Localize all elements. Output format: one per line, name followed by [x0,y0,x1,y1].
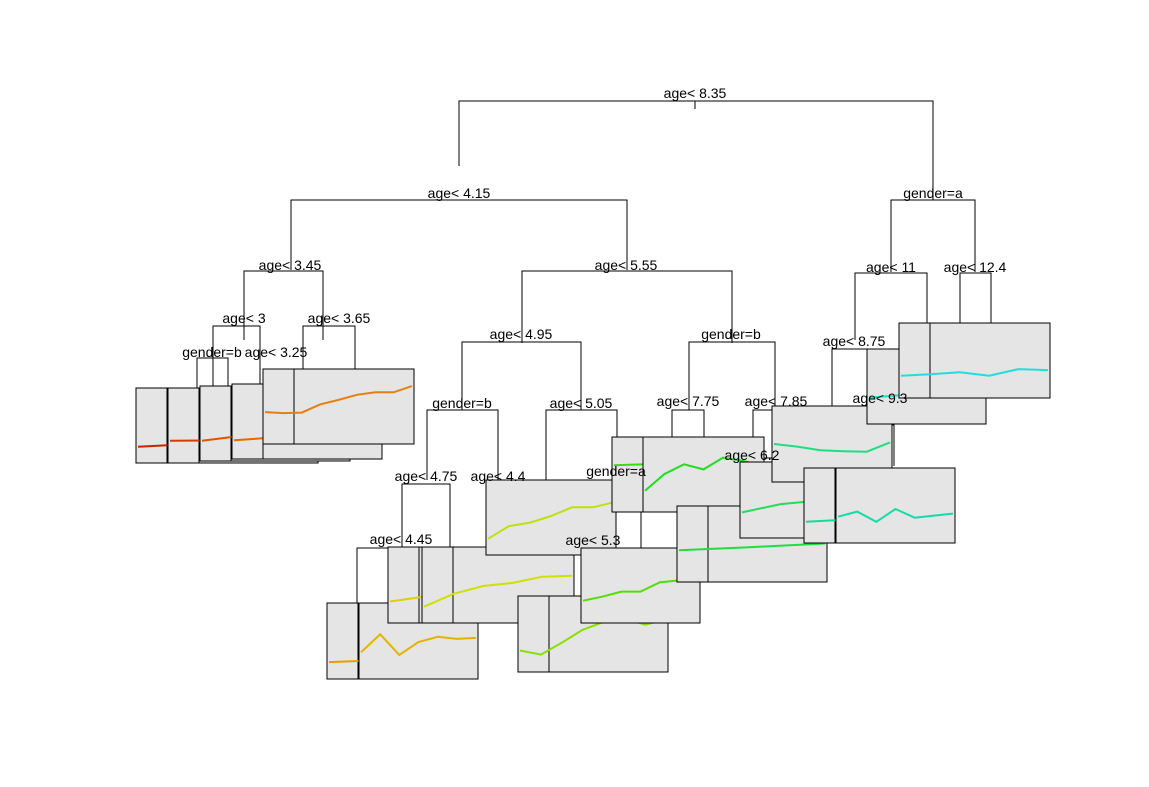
split-label-lrlrll: age< 5.3 [566,532,621,548]
split-label-rll2: age< 9.3 [853,390,908,406]
edge-r [890,199,976,272]
node-panel-background [835,467,956,544]
edge-rr [959,272,992,325]
edge-lrr [688,341,776,410]
split-label-lr: age< 5.55 [595,257,658,273]
edge-lrl [461,341,582,410]
edge-l [290,199,628,270]
split-label-lrllll: age< 4.45 [370,531,433,547]
split-label-lllr: gender=b [182,344,242,360]
split-label-rll: age< 8.75 [823,333,886,349]
split-label-lrrl: age< 7.75 [657,393,720,409]
edge-ll [243,270,324,340]
terminal-node-panels [135,322,1051,680]
terminal-node-n19 [835,467,956,544]
node-series-line [264,385,413,415]
terminal-node-n10 [485,479,617,556]
split-label-lll: age< 3 [222,310,265,326]
edge-lrrl [671,409,705,437]
split-label-lrlrr: age< 6.2 [725,447,780,463]
split-label-lrll: gender=b [432,395,492,411]
split-label-lllr2: age< 3.25 [245,344,308,360]
edge-lrll [426,409,499,480]
split-label-r: gender=a [903,185,963,201]
node-series-line [900,368,1049,377]
split-label-lrlr: age< 5.05 [550,395,613,411]
node-series-line [423,574,573,608]
split-label-lrrr: age< 7.85 [745,393,808,409]
node-series-line [360,632,477,657]
split-label-lrlll: age< 4.75 [395,468,458,484]
terminal-node-n5 [262,368,415,445]
split-label-ll: age< 3.45 [259,257,322,273]
edge-lr [521,270,733,343]
split-label-root: age< 8.35 [664,85,727,101]
node-panel-background [262,368,415,445]
split-label-rr: age< 12.4 [944,259,1007,275]
edge-lrrr [752,409,773,437]
split-label-lrlrl: gender=a [586,463,646,479]
split-label-llr: age< 3.65 [308,310,371,326]
edge-lllr [196,357,229,390]
split-label-l: age< 4.15 [428,185,491,201]
terminal-node-n21 [898,322,1051,399]
split-label-rl: age< 11 [866,259,916,275]
node-series-line [837,507,954,523]
edge-root [458,100,934,200]
node-panel-background [898,322,1051,399]
node-series-line [773,441,891,453]
node-series-line [678,542,826,552]
edge-lrlll [401,483,451,550]
node-series-line [644,456,763,492]
node-panel-background [485,479,617,556]
edge-lrllll [356,547,391,605]
node-series-line [487,501,615,540]
edge-llr [302,325,356,380]
edge-rl [854,272,928,340]
node-series-line [519,617,667,656]
split-label-lrllr: age< 4.4 [471,468,526,484]
split-label-lrl: age< 4.95 [490,326,553,342]
split-labels: age< 8.35 age< 4.15 gender=a age< 3.45 a… [182,85,1006,548]
edge-lll [212,325,261,392]
split-label-lrr: gender=b [701,326,761,342]
